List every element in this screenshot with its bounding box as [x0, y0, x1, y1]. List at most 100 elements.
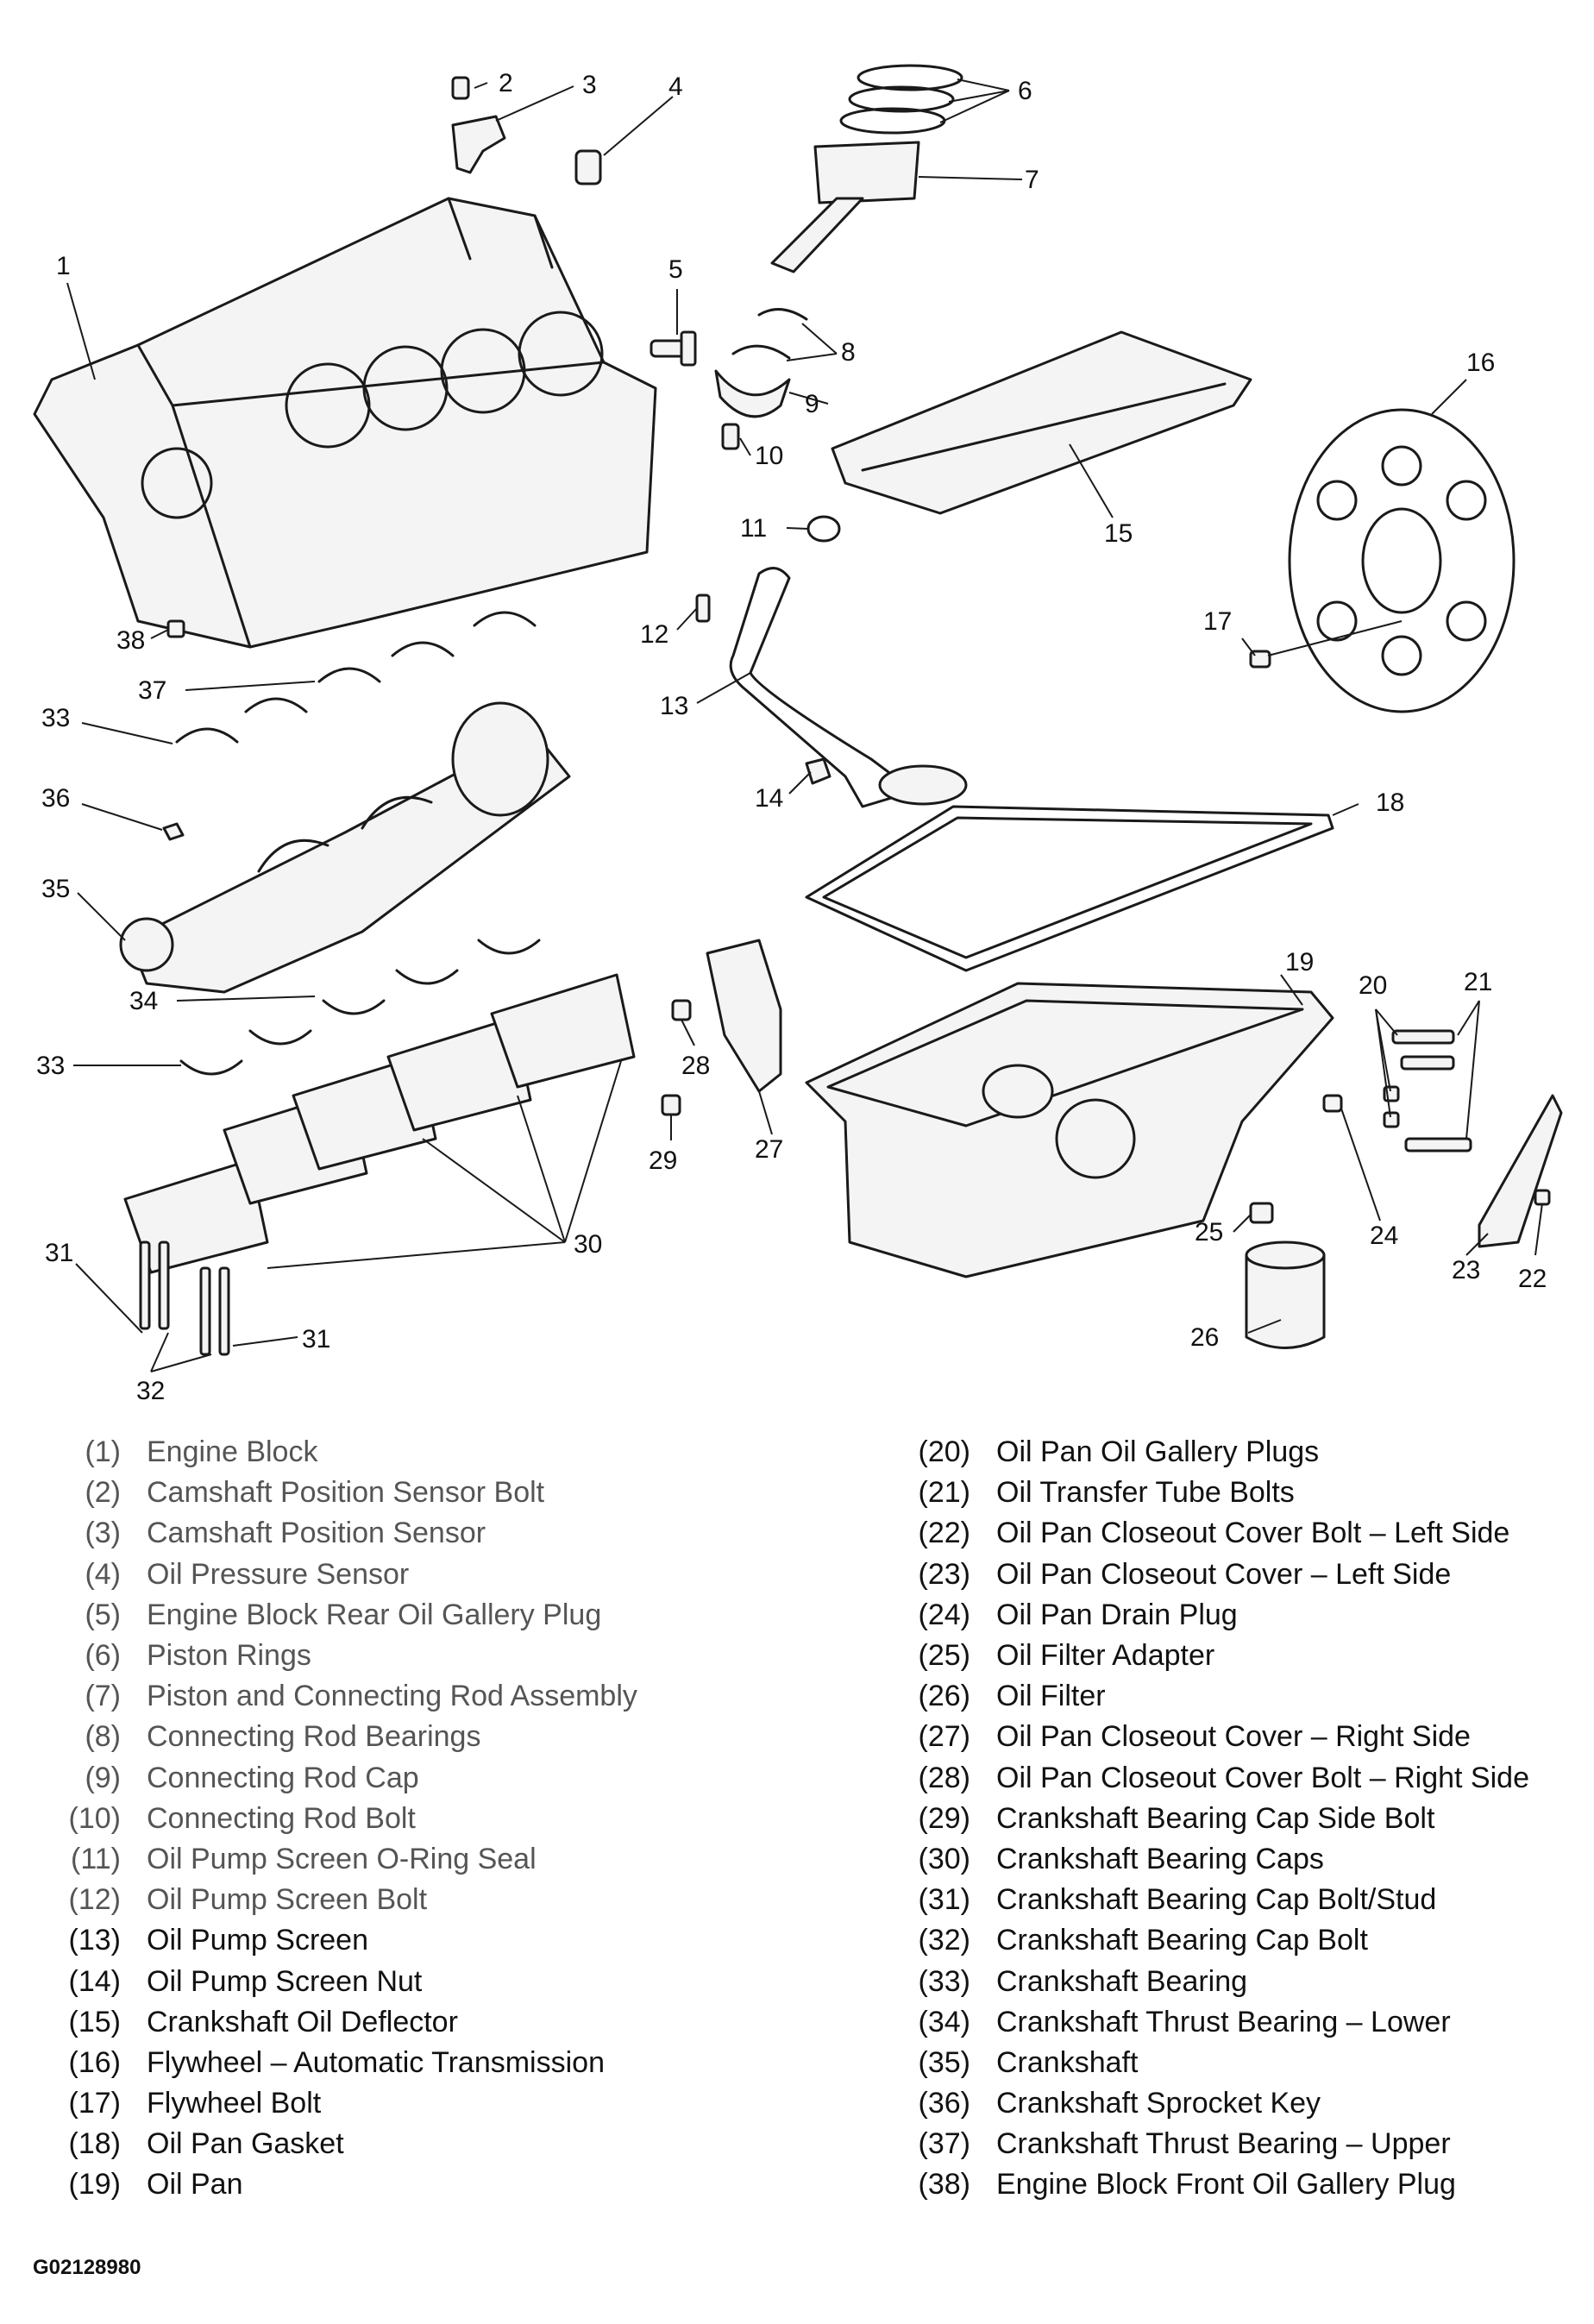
legend-item: (29)Crankshaft Bearing Cap Side Bolt	[918, 1801, 1435, 1835]
callout-24: 24	[1370, 1222, 1398, 1250]
callout-15: 15	[1104, 519, 1133, 548]
callout-29: 29	[649, 1146, 677, 1175]
callout-19: 19	[1285, 948, 1314, 977]
callout-27: 27	[755, 1135, 783, 1164]
legend-item: (14)Oil Pump Screen Nut	[68, 1964, 423, 1998]
callout-10: 10	[755, 442, 783, 470]
callout-36: 36	[41, 784, 70, 813]
legend-item: (25)Oil Filter Adapter	[918, 1639, 1215, 1673]
callout-11: 11	[740, 514, 767, 543]
legend-item: (34)Crankshaft Thrust Bearing – Lower	[918, 2005, 1451, 2038]
legend-item: (16)Flywheel – Automatic Transmission	[68, 2045, 605, 2079]
callout-13: 13	[660, 692, 688, 720]
callout-3: 3	[582, 71, 597, 99]
right-closeout-cover-drawing	[661, 939, 782, 1116]
callout-33-lower: 33	[36, 1052, 65, 1080]
legend-item: (17)Flywheel Bolt	[68, 2087, 322, 2120]
legend-item: (5)Engine Block Rear Oil Gallery Plug	[85, 1598, 602, 1631]
callout-25: 25	[1195, 1218, 1223, 1247]
legend-column-left: (1)Engine Block (2)Camshaft Position Sen…	[35, 1432, 863, 2206]
callout-16: 16	[1466, 349, 1495, 377]
parts-legend: (1)Engine Block (2)Camshaft Position Sen…	[35, 1432, 1578, 2208]
legend-item: (4)Oil Pressure Sensor	[85, 1557, 410, 1591]
callout-20: 20	[1359, 971, 1387, 1000]
callout-17: 17	[1203, 607, 1232, 636]
legend-item: (31)Crankshaft Bearing Cap Bolt/Stud	[918, 1883, 1437, 1917]
callout-8: 8	[841, 338, 856, 367]
callout-labels: 1 2 3 4 5 6 7 8 9 10 11 12 13 14 15 16 1…	[36, 69, 1547, 1405]
legend-item: (10)Connecting Rod Bolt	[68, 1801, 416, 1835]
callout-28: 28	[681, 1052, 710, 1080]
oil-pan-gasket-drawing	[805, 805, 1334, 972]
oil-pump-screen-drawing	[695, 515, 968, 808]
callout-38: 38	[116, 626, 145, 655]
legend-item: (19)Oil Pan	[68, 2168, 243, 2202]
legend-item: (27)Oil Pan Closeout Cover – Right Side	[918, 1720, 1471, 1754]
legend-item: (7)Piston and Connecting Rod Assembly	[85, 1680, 637, 1713]
legend-item: (15)Crankshaft Oil Deflector	[68, 2005, 458, 2038]
legend-item: (13)Oil Pump Screen	[68, 1924, 368, 1957]
callout-22: 22	[1518, 1265, 1547, 1293]
callout-6: 6	[1018, 77, 1032, 105]
legend-column-right: (20)Oil Pan Oil Gallery Plugs (21)Oil Tr…	[884, 1432, 1578, 2206]
legend-item: (37)Crankshaft Thrust Bearing – Upper	[918, 2127, 1451, 2161]
left-closeout-cover-drawing	[1322, 1094, 1563, 1248]
legend-item: (33)Crankshaft Bearing	[918, 1964, 1248, 1998]
figure-code: G02128980	[33, 2256, 141, 2279]
crankshaft-drawing	[119, 701, 571, 994]
callout-31-right: 31	[302, 1325, 330, 1354]
callout-32: 32	[136, 1377, 165, 1405]
callout-7: 7	[1025, 166, 1039, 194]
callout-2: 2	[499, 69, 513, 97]
oil-pan-drawing	[805, 982, 1334, 1278]
callout-34: 34	[129, 987, 158, 1015]
legend-item: (22)Oil Pan Closeout Cover Bolt – Left S…	[918, 1517, 1510, 1550]
legend-item: (32)Crankshaft Bearing Cap Bolt	[918, 1924, 1368, 1957]
callout-31-left: 31	[45, 1239, 73, 1267]
bearing-cap-bolts-drawing	[139, 1241, 230, 1356]
callout-21: 21	[1464, 968, 1492, 996]
callout-12: 12	[640, 620, 668, 649]
legend-item: (18)Oil Pan Gasket	[68, 2127, 344, 2161]
callout-37: 37	[138, 676, 166, 705]
legend-item: (26)Oil Filter	[918, 1680, 1106, 1713]
oil-deflector-drawing	[831, 330, 1252, 515]
legend-item: (21)Oil Transfer Tube Bolts	[918, 1476, 1295, 1510]
callout-33-upper: 33	[41, 704, 70, 732]
legend-item: (3)Camshaft Position Sensor	[85, 1517, 486, 1550]
callout-23: 23	[1452, 1256, 1480, 1284]
exploded-engine-diagram: 1 2 3 4 5 6 7 8 9 10 11 12 13 14 15 16 1…	[33, 64, 1563, 1405]
legend-item: (12)Oil Pump Screen Bolt	[68, 1883, 428, 1917]
legend-item: (9)Connecting Rod Cap	[85, 1761, 419, 1794]
bearing-caps-drawing	[123, 973, 636, 1274]
piston-assembly-drawing	[714, 64, 963, 450]
oil-pan-bolts-drawing	[1383, 1029, 1472, 1153]
legend-item: (24)Oil Pan Drain Plug	[918, 1598, 1238, 1631]
callout-5: 5	[668, 255, 683, 284]
legend-item: (23)Oil Pan Closeout Cover – Left Side	[918, 1557, 1452, 1591]
leader-lines	[66, 79, 1543, 1372]
callout-1: 1	[56, 252, 71, 280]
legend-item: (20)Oil Pan Oil Gallery Plugs	[918, 1435, 1320, 1469]
callout-4: 4	[668, 72, 683, 101]
callout-18: 18	[1376, 788, 1404, 817]
callout-9: 9	[805, 390, 819, 418]
camshaft-sensor-drawing	[451, 76, 602, 185]
callout-26: 26	[1190, 1323, 1219, 1352]
callout-35: 35	[41, 875, 70, 903]
legend-item: (28)Oil Pan Closeout Cover Bolt – Right …	[918, 1761, 1529, 1794]
rear-oil-gallery-plug-drawing	[650, 330, 697, 367]
callout-30: 30	[574, 1230, 602, 1259]
legend-item: (2)Camshaft Position Sensor Bolt	[85, 1476, 545, 1510]
crankshaft-bearings-drawing	[166, 611, 541, 1076]
flywheel-drawing	[1249, 408, 1516, 713]
legend-item: (30)Crankshaft Bearing Caps	[918, 1842, 1324, 1875]
legend-item: (11)Oil Pump Screen O-Ring Seal	[71, 1842, 537, 1875]
callout-14: 14	[755, 784, 783, 813]
legend-item: (38)Engine Block Front Oil Gallery Plug	[918, 2168, 1456, 2202]
legend-item: (6)Piston Rings	[85, 1639, 311, 1673]
legend-item: (1)Engine Block	[85, 1435, 318, 1469]
oil-filter-drawing	[1245, 1202, 1326, 1349]
engine-block-drawing	[33, 197, 657, 649]
legend-item: (8)Connecting Rod Bearings	[85, 1720, 481, 1754]
